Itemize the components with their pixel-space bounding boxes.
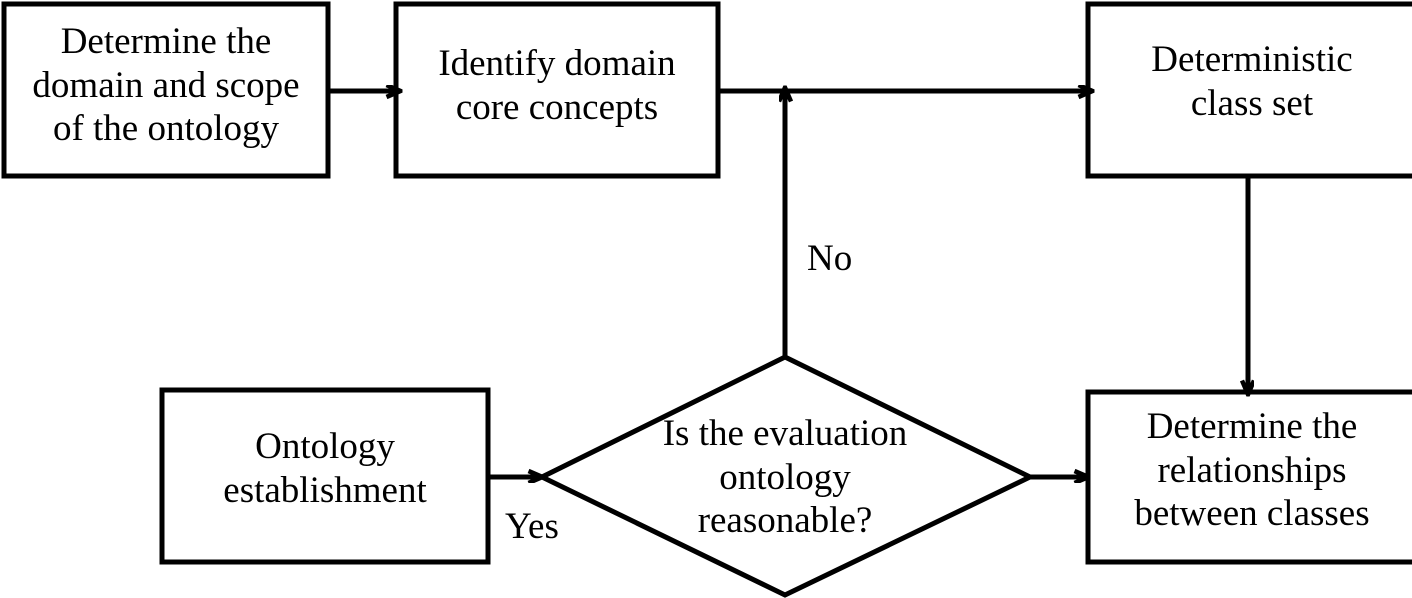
node-classset-shape[interactable] <box>1085 1 1412 179</box>
node-evaluation-shape[interactable] <box>536 354 1036 598</box>
edge-label-no: No <box>807 238 853 279</box>
node-relationships-shape[interactable] <box>1085 389 1412 565</box>
node-concepts-shape[interactable] <box>393 1 721 179</box>
node-scope-shape[interactable] <box>1 1 331 179</box>
node-establishment-shape[interactable] <box>159 387 491 565</box>
edge-label-yes: Yes <box>505 506 559 547</box>
